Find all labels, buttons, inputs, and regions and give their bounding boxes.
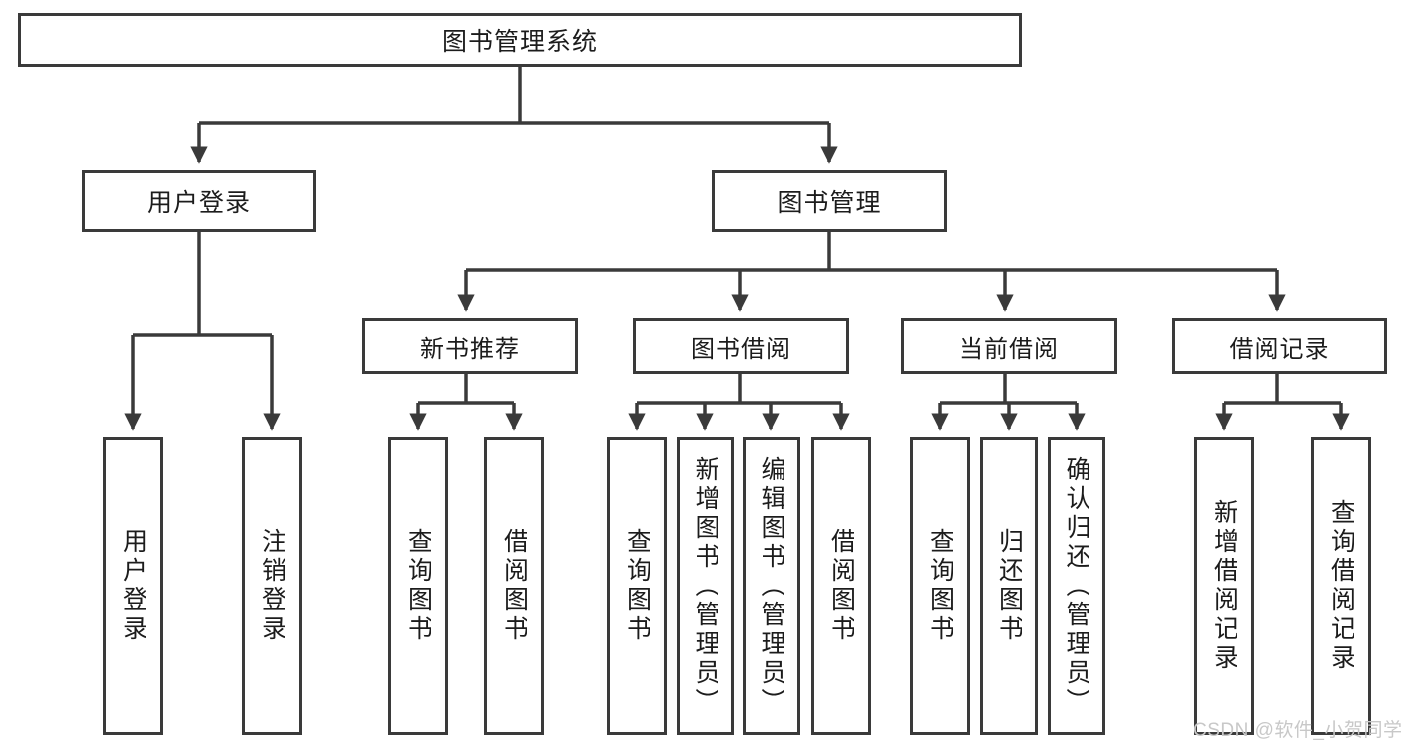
leaf-label: 新增图书（管理员） xyxy=(693,455,718,717)
leaf-label: 借阅图书 xyxy=(501,528,527,644)
watermark-csdn: CSDN @软件_小贺同学 xyxy=(1193,720,1403,741)
leaf-current-borrow-confirm-return[interactable]: 确认归还（管理员） xyxy=(1048,437,1105,735)
node-label: 图书借阅 xyxy=(691,335,791,363)
leaf-label: 注销登录 xyxy=(259,528,285,644)
leaf-current-borrow-query[interactable]: 查询图书 xyxy=(910,437,970,735)
leaf-label: 新增借阅记录 xyxy=(1211,499,1237,673)
node-current-borrow[interactable]: 当前借阅 xyxy=(901,318,1117,374)
leaf-label: 确认归还（管理员） xyxy=(1064,455,1089,717)
node-borrow-record[interactable]: 借阅记录 xyxy=(1172,318,1387,374)
leaf-label: 查询图书 xyxy=(927,528,953,644)
node-label: 图书管理 xyxy=(777,189,882,217)
node-book-management-system[interactable]: 图书管理系统 xyxy=(18,13,1022,67)
leaf-book-borrow-add[interactable]: 新增图书（管理员） xyxy=(677,437,734,735)
leaf-book-borrow-borrow[interactable]: 借阅图书 xyxy=(811,437,871,735)
node-book-borrow[interactable]: 图书借阅 xyxy=(633,318,849,374)
leaf-label: 用户登录 xyxy=(120,528,146,644)
node-new-book-recommend[interactable]: 新书推荐 xyxy=(362,318,578,374)
node-label: 借阅记录 xyxy=(1229,335,1330,363)
node-label: 图书管理系统 xyxy=(441,28,598,56)
leaf-label: 查询借阅记录 xyxy=(1328,499,1354,673)
leaf-book-borrow-edit[interactable]: 编辑图书（管理员） xyxy=(743,437,800,735)
leaf-borrow-record-query[interactable]: 查询借阅记录 xyxy=(1311,437,1371,735)
leaf-book-borrow-query[interactable]: 查询图书 xyxy=(607,437,667,735)
leaf-label: 查询图书 xyxy=(624,528,650,644)
leaf-current-borrow-return[interactable]: 归还图书 xyxy=(980,437,1038,735)
leaf-borrow-record-add[interactable]: 新增借阅记录 xyxy=(1194,437,1254,735)
node-book-management[interactable]: 图书管理 xyxy=(712,170,947,232)
node-label: 用户登录 xyxy=(146,189,251,217)
node-user-login[interactable]: 用户登录 xyxy=(82,170,316,232)
leaf-new-book-query[interactable]: 查询图书 xyxy=(388,437,448,735)
leaf-label: 编辑图书（管理员） xyxy=(759,455,784,717)
leaf-label: 借阅图书 xyxy=(828,528,854,644)
node-label: 当前借阅 xyxy=(959,335,1059,363)
leaf-label: 查询图书 xyxy=(405,528,431,644)
leaf-new-book-borrow[interactable]: 借阅图书 xyxy=(484,437,544,735)
leaf-label: 归还图书 xyxy=(996,528,1022,644)
node-label: 新书推荐 xyxy=(420,335,520,363)
leaf-user-login-login[interactable]: 用户登录 xyxy=(103,437,163,735)
leaf-user-login-logout[interactable]: 注销登录 xyxy=(242,437,302,735)
